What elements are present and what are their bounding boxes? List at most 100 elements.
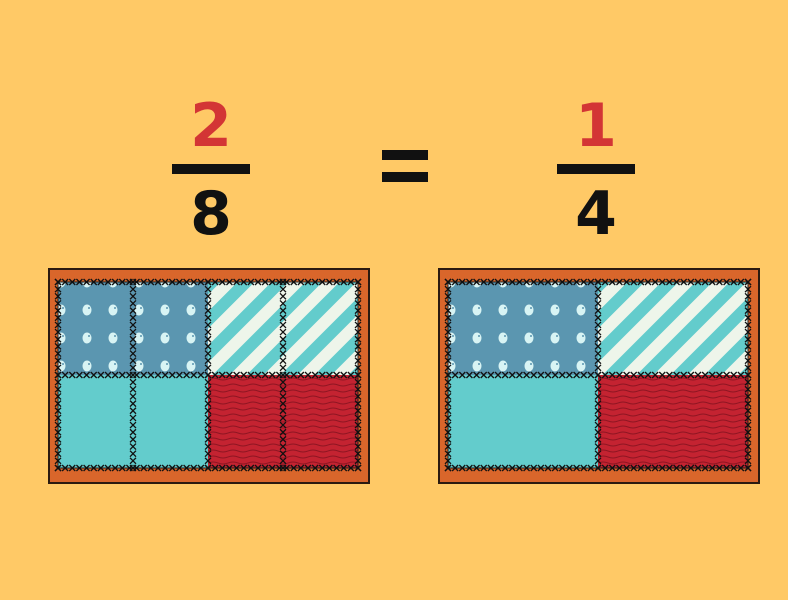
fraction-left: 2 8	[151, 96, 271, 244]
stitch-mark	[197, 371, 205, 379]
stitch-mark	[354, 350, 362, 357]
stitch-mark	[594, 457, 602, 465]
stitch-mark	[129, 443, 137, 450]
quilt-eighths	[48, 268, 370, 484]
stitch-mark	[444, 314, 452, 322]
stitch-mark	[594, 292, 602, 300]
stitch-mark	[54, 321, 62, 329]
stitch-mark	[701, 278, 709, 286]
stitch-mark	[608, 464, 616, 472]
stitch-mark	[551, 464, 559, 472]
stitch-mark	[630, 464, 638, 472]
stitch-mark	[204, 307, 212, 315]
stitch-mark	[708, 371, 716, 379]
stitch-mark	[451, 464, 459, 472]
stitch-mark	[354, 400, 362, 408]
stitch-mark	[737, 464, 745, 472]
stitch-mark	[190, 464, 198, 472]
stitch-mark	[279, 400, 287, 408]
stitch-mark	[694, 371, 702, 379]
stitch-mark	[673, 278, 681, 286]
stitch-mark	[715, 278, 723, 286]
stitch-mark	[480, 371, 488, 379]
stitch-mark	[204, 285, 212, 293]
stitch-mark	[744, 435, 752, 443]
stitch-mark	[565, 371, 573, 379]
stitch-mark	[225, 371, 233, 379]
stitch-mark	[279, 335, 287, 343]
stitch-mark	[190, 371, 198, 379]
stitch-mark	[608, 371, 616, 379]
stitch-mark	[147, 278, 155, 286]
stitch-mark	[594, 357, 602, 365]
stitch-mark	[623, 278, 631, 286]
stitch-mark	[111, 278, 119, 286]
stitch-mark	[723, 371, 731, 379]
stitch-mark	[204, 414, 212, 422]
stitch-mark	[154, 464, 162, 472]
stitch-mark	[54, 335, 62, 343]
stitch-mark	[444, 457, 452, 465]
stitch-mark	[615, 371, 623, 379]
stitch-mark	[268, 464, 276, 472]
stitch-mark	[75, 278, 83, 286]
stitch-mark	[54, 300, 62, 307]
stitch-mark	[347, 371, 355, 379]
stitch-mark	[523, 371, 531, 379]
stitch-mark	[129, 307, 137, 315]
stitch-mark	[744, 393, 752, 400]
stitch-mark	[204, 278, 212, 286]
stitch-mark	[129, 393, 137, 400]
stitch-mark	[444, 464, 452, 472]
stitch-mark	[694, 278, 702, 286]
stitch-mark	[325, 464, 333, 472]
patch-stripes	[283, 282, 358, 375]
stitch-mark	[523, 464, 531, 472]
stitch-mark	[744, 421, 752, 429]
stitch-mark	[233, 278, 241, 286]
stitch-mark	[54, 450, 62, 458]
patch-blue-print	[58, 282, 133, 375]
stitch-mark	[90, 464, 98, 472]
stitch-mark	[54, 364, 62, 372]
stitch-mark	[608, 278, 616, 286]
stitch-mark	[573, 464, 581, 472]
stitch-mark	[594, 435, 602, 443]
equals-sign	[382, 150, 428, 194]
stitch-mark	[240, 371, 248, 379]
stitch-mark	[594, 335, 602, 343]
stitch-mark	[247, 464, 255, 472]
stitch-mark	[279, 350, 287, 357]
stitch-mark	[680, 371, 688, 379]
stitch-mark	[744, 350, 752, 357]
stitch-mark	[54, 400, 62, 408]
stitch-mark	[61, 371, 69, 379]
stitch-mark	[54, 350, 62, 357]
stitch-mark	[279, 421, 287, 429]
stitch-mark	[129, 342, 137, 350]
stitch-mark	[665, 371, 673, 379]
stitch-mark	[83, 278, 91, 286]
stitch-mark	[444, 278, 452, 286]
stitch-mark	[594, 342, 602, 350]
stitch-mark	[723, 464, 731, 472]
stitch-mark	[354, 414, 362, 422]
stitch-mark	[515, 464, 523, 472]
stitch-mark	[54, 464, 62, 472]
stitch-mark	[211, 371, 219, 379]
stitch-mark	[354, 328, 362, 336]
stitch-mark	[290, 464, 298, 472]
patch-red	[283, 375, 358, 468]
patch-blue-print	[448, 282, 598, 375]
stitch-mark	[279, 464, 287, 472]
stitch-mark	[444, 421, 452, 429]
stitch-mark	[444, 350, 452, 357]
stitch-mark	[279, 457, 287, 465]
stitch-mark	[744, 400, 752, 408]
equals-bar-top	[382, 150, 428, 160]
stitch-mark	[54, 371, 62, 379]
stitch-mark	[140, 464, 148, 472]
stitch-mark	[444, 450, 452, 458]
stitch-mark	[190, 278, 198, 286]
stitch-mark	[129, 414, 137, 422]
